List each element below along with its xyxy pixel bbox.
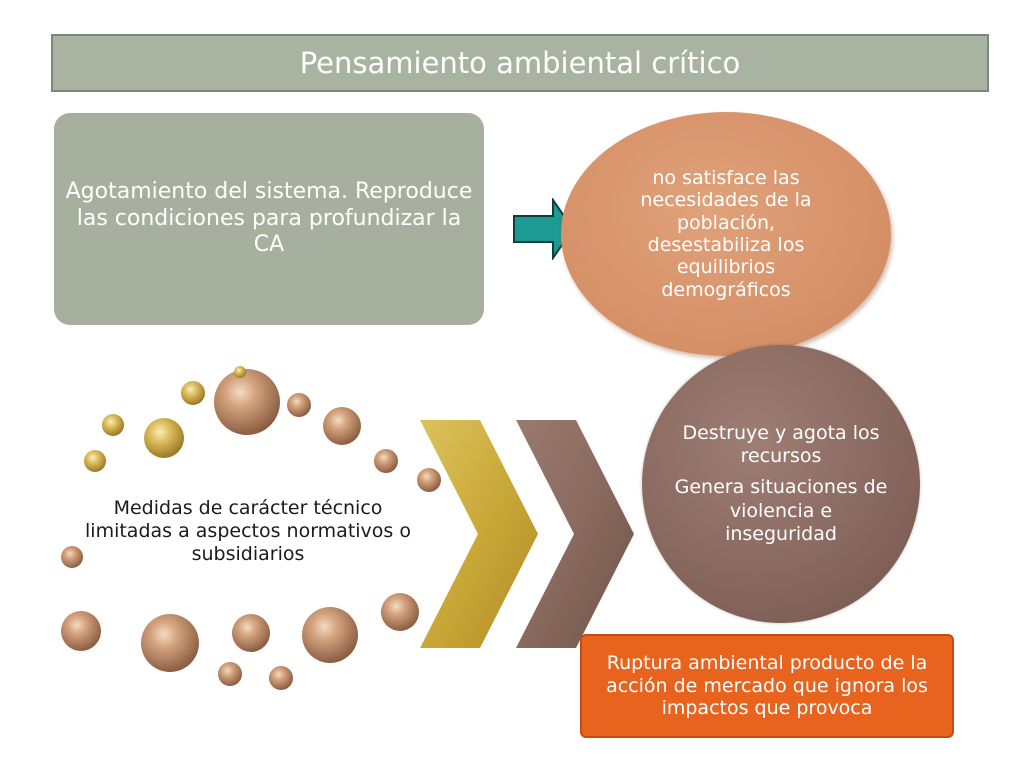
resources-circle: Destruye y agota los recursos Genera sit… bbox=[642, 345, 920, 623]
population-text: no satisface las necesidades de la pobla… bbox=[640, 166, 812, 301]
title-bar: Pensamiento ambiental crítico bbox=[51, 34, 989, 92]
exhaustion-box: Agotamiento del sistema. Reproduce las c… bbox=[54, 113, 484, 325]
violence-text: Genera situaciones de violencia e insegu… bbox=[674, 476, 888, 545]
chevron-arrows bbox=[420, 420, 634, 648]
rupture-text: Ruptura ambiental producto de la acción … bbox=[606, 651, 928, 720]
gold-chevron-icon bbox=[420, 420, 538, 648]
measures-text: Medidas de carácter técnico limitadas a … bbox=[85, 497, 411, 566]
exhaustion-text: Agotamiento del sistema. Reproduce las c… bbox=[65, 179, 473, 258]
slide-title: Pensamiento ambiental crítico bbox=[299, 46, 741, 80]
rupture-box: Ruptura ambiental producto de la acción … bbox=[580, 634, 954, 738]
resources-text: Destruye y agota los recursos bbox=[682, 422, 880, 468]
brown-chevron-icon bbox=[516, 420, 634, 648]
population-oval: no satisface las necesidades de la pobla… bbox=[561, 112, 891, 356]
